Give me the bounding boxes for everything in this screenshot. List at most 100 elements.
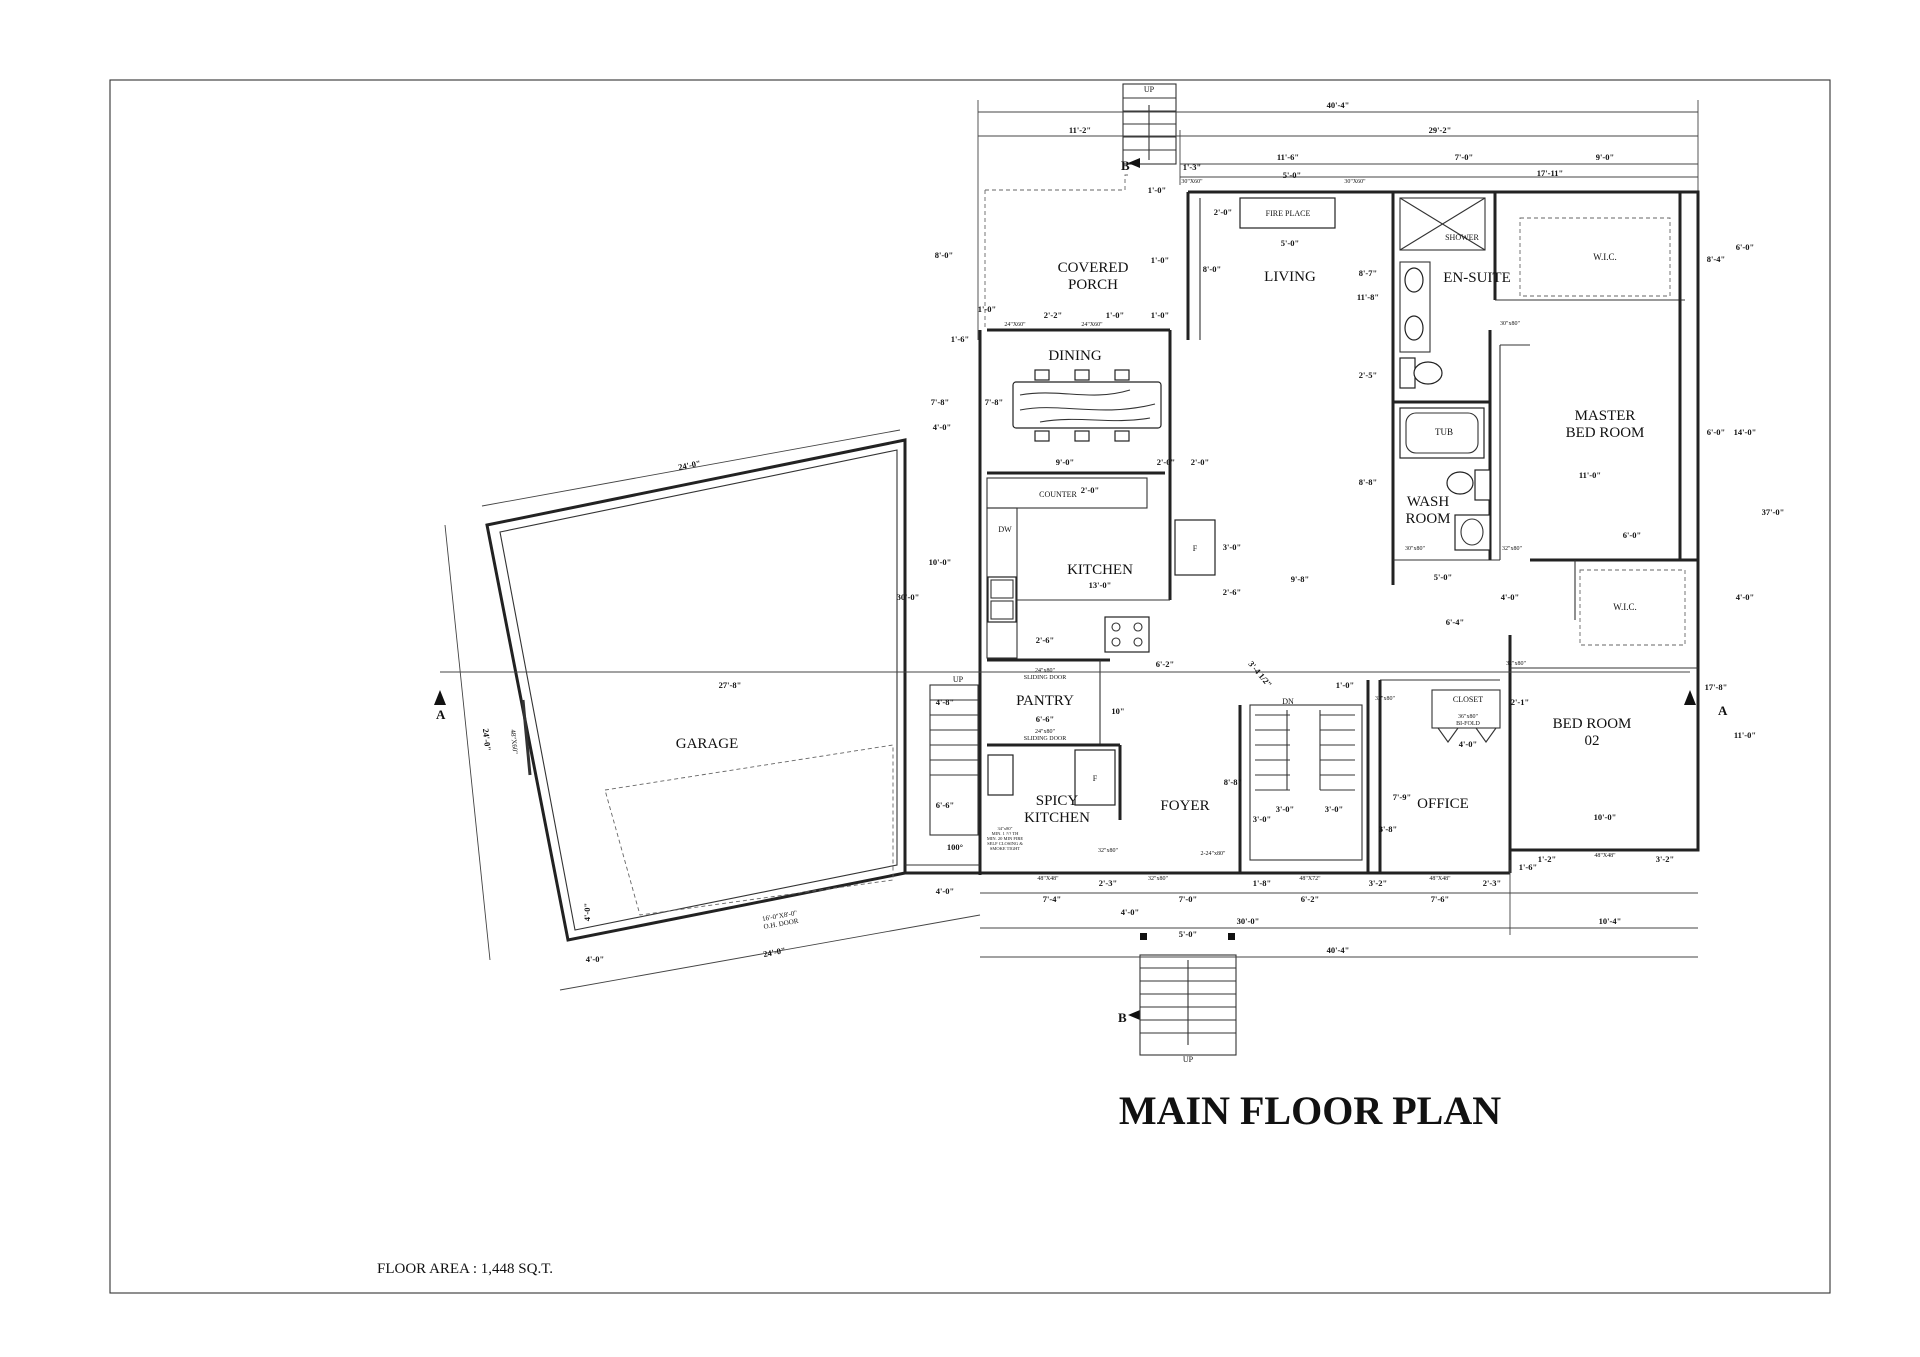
note-door-6: 32"x80" (1502, 546, 1522, 552)
label-wic-master: W.I.C. (1593, 252, 1616, 262)
dim-b-5: 6'-2" (1301, 894, 1319, 904)
garage-dimension-lines (440, 429, 1690, 991)
dim-st-3: 3'-0" (1276, 804, 1294, 814)
dim-p4: 1'-0" (1148, 185, 1166, 195)
note-window-8: 48"X48" (1594, 853, 1616, 859)
exterior-walls (978, 174, 1700, 875)
note-closet-door: 36"x80"BI-FOLD (1456, 714, 1480, 727)
note-sliding-door-2: 24"x80"SLIDING DOOR (1024, 729, 1067, 742)
dim-r7: 17'-8" (1705, 682, 1728, 692)
dim-w-4: 4'-0" (1501, 592, 1519, 602)
dim-b-8: 2'-3" (1483, 878, 1501, 888)
dim-b-3: 7'-0" (1179, 894, 1197, 904)
dim-g-left: 24'-0" (481, 728, 493, 752)
dim-b-6: 3'-2" (1369, 878, 1387, 888)
dining-table (1012, 369, 1162, 442)
label-living: LIVING (1264, 269, 1316, 285)
dim-st-4: 3'-0" (1325, 804, 1343, 814)
dim-l-h2: 11'-8" (1357, 292, 1379, 302)
fridge-kitchen (1174, 519, 1216, 576)
dim-k-8: 6'-2" (1156, 659, 1174, 669)
dim-st-7: 7'-9" (1393, 792, 1411, 802)
dim-st-5: 3'-0" (1253, 814, 1271, 824)
closet-bifold-door (1437, 727, 1497, 743)
ensuite-sinks (1399, 261, 1431, 353)
dim-b-10: 3'-2" (1656, 854, 1674, 864)
dim-pa-3: 4'-8" (936, 697, 954, 707)
section-a-right: A (1718, 703, 1728, 718)
dim-w-2: 8'-8" (1359, 477, 1377, 487)
section-b-top: B (1121, 158, 1130, 173)
section-b-markers (1128, 158, 1140, 1020)
label-kitchen: KITCHEN (1067, 562, 1133, 578)
dim-b-16: 40'-4" (1327, 945, 1350, 955)
dim-t1: 1'-3" (1183, 162, 1201, 172)
dim-b-15: 10'-4" (1599, 916, 1622, 926)
dim-d-4: 4'-0" (933, 422, 951, 432)
dim-b-13: 5'-0" (1179, 929, 1197, 939)
section-a-right-arrow (1684, 690, 1696, 705)
note-window-2: 30"X60" (1344, 179, 1366, 185)
dim-mb-6: 6'-0" (1623, 530, 1641, 540)
label-dining: DINING (1048, 348, 1101, 364)
dim-w-5: 6'-4" (1446, 617, 1464, 627)
note-window-1: 30"X60" (1181, 179, 1203, 185)
dim-top-overall: 40'-4" (1327, 100, 1350, 110)
dim-st-1: 1'-0" (1336, 680, 1354, 690)
dim-g-4a: 4'-0" (586, 954, 604, 964)
dim-t3: 5'-0" (1283, 170, 1301, 180)
up-label-top: UP (1144, 85, 1155, 94)
dim-k-7: 2'-6" (1036, 635, 1054, 645)
dim-g-mid: 27'-8" (719, 680, 742, 690)
stairs-side (929, 684, 979, 836)
dim-p3: 1'-0" (1106, 310, 1124, 320)
dim-g-4c: 4'-0" (936, 886, 954, 896)
dim-d-5: 9'-0" (1056, 457, 1074, 467)
kitchen-counter (986, 477, 1148, 509)
dim-p1: 1'-0" (978, 304, 996, 314)
label-dw: DW (998, 525, 1012, 534)
floor-area: FLOOR AREA : 1,448 SQ.T. (377, 1261, 553, 1277)
dim-t2: 11'-6" (1277, 152, 1299, 162)
dim-b-4: 1'-8" (1253, 878, 1271, 888)
section-b-bottom: B (1118, 1010, 1127, 1025)
dim-t6: 17'-11" (1537, 168, 1563, 178)
section-a-left: A (436, 707, 446, 722)
ensuite-toilet (1399, 357, 1443, 389)
dim-r4: 14'-0" (1734, 427, 1757, 437)
stairs-bottom (1139, 933, 1237, 1056)
label-wic-bed2: W.I.C. (1613, 602, 1636, 612)
label-foyer: FOYER (1160, 798, 1209, 814)
fridge-spicy (1074, 749, 1116, 806)
dim-k-3: 10'-0" (929, 557, 952, 567)
kitchen-side-counter (986, 507, 1018, 659)
dim-l-h3: 8'-7" (1359, 268, 1377, 278)
dim-p5: 1'-0" (1151, 255, 1169, 265)
dim-st-2: 8'-8" (1224, 777, 1242, 787)
label-garage: GARAGE (676, 736, 739, 752)
up-label-bottom: UP (1183, 1055, 1194, 1064)
section-a-left-arrow (434, 690, 446, 705)
kitchen-stove (1104, 616, 1150, 653)
dim-br-1: 10'-0" (1594, 812, 1617, 822)
dim-p6: 1'-0" (1151, 310, 1169, 320)
dim-b-1: 7'-4" (1043, 894, 1061, 904)
garage-walls (485, 438, 980, 942)
dim-pa-5: 100° (947, 842, 963, 852)
dim-r2: 6'-0" (1736, 242, 1754, 252)
interior-stairs (1249, 704, 1363, 861)
drawing-border (109, 79, 1831, 1294)
dim-k-6: 9'-8" (1291, 574, 1309, 584)
dim-fp-h: 2'-0" (1214, 207, 1232, 217)
dim-d-7: 2'-0" (1191, 457, 1209, 467)
dim-pa-1: 6'-6" (1036, 714, 1054, 724)
bottom-dimension-lines (980, 860, 1698, 958)
label-shower: SHOWER (1445, 233, 1479, 242)
note-window-5: 48"X48" (1037, 876, 1059, 882)
washroom-toilet (1446, 469, 1491, 501)
label-fireplace: FIRE PLACE (1266, 209, 1311, 218)
dim-r3: 6'-0" (1707, 427, 1725, 437)
